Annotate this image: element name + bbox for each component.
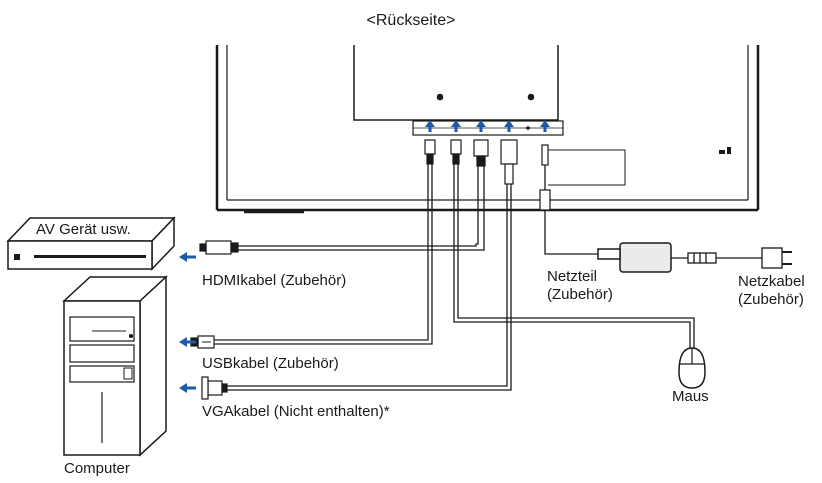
diagram-title: <Rückseite> bbox=[366, 12, 456, 29]
adapter-label-line1: Netzteil bbox=[547, 268, 598, 285]
av-device-label: AV Gerät usw. bbox=[36, 221, 131, 238]
vga-plug-icon bbox=[201, 376, 228, 400]
computer-tower-icon bbox=[62, 275, 168, 457]
usb-cable-label: USBkabel (Zubehör) bbox=[202, 355, 339, 372]
cord-label-line2: (Zubehör) bbox=[738, 291, 804, 308]
adapter-label-line2: (Zubehör) bbox=[547, 286, 613, 303]
mouse-icon bbox=[678, 347, 706, 389]
port-arrows bbox=[425, 120, 550, 132]
vga-cable-label: VGAkabel (Nicht enthalten)* bbox=[202, 403, 390, 420]
mouse-label: Maus bbox=[672, 388, 709, 405]
computer-label: Computer bbox=[64, 460, 130, 477]
power-adapter-icon bbox=[597, 242, 672, 273]
cord-label-line1: Netzkabel bbox=[738, 273, 805, 290]
audio-port-dot bbox=[526, 126, 530, 130]
av-device-icon bbox=[6, 216, 176, 271]
monitor-back bbox=[215, 45, 760, 214]
hdmi-cable-label: HDMIkabel (Zubehör) bbox=[202, 272, 347, 289]
hdmi-plug-icon bbox=[199, 240, 239, 255]
monitor-plugs bbox=[424, 139, 551, 211]
cables bbox=[214, 164, 762, 391]
direction-arrows bbox=[179, 252, 196, 393]
power-plug-icon bbox=[687, 247, 792, 269]
